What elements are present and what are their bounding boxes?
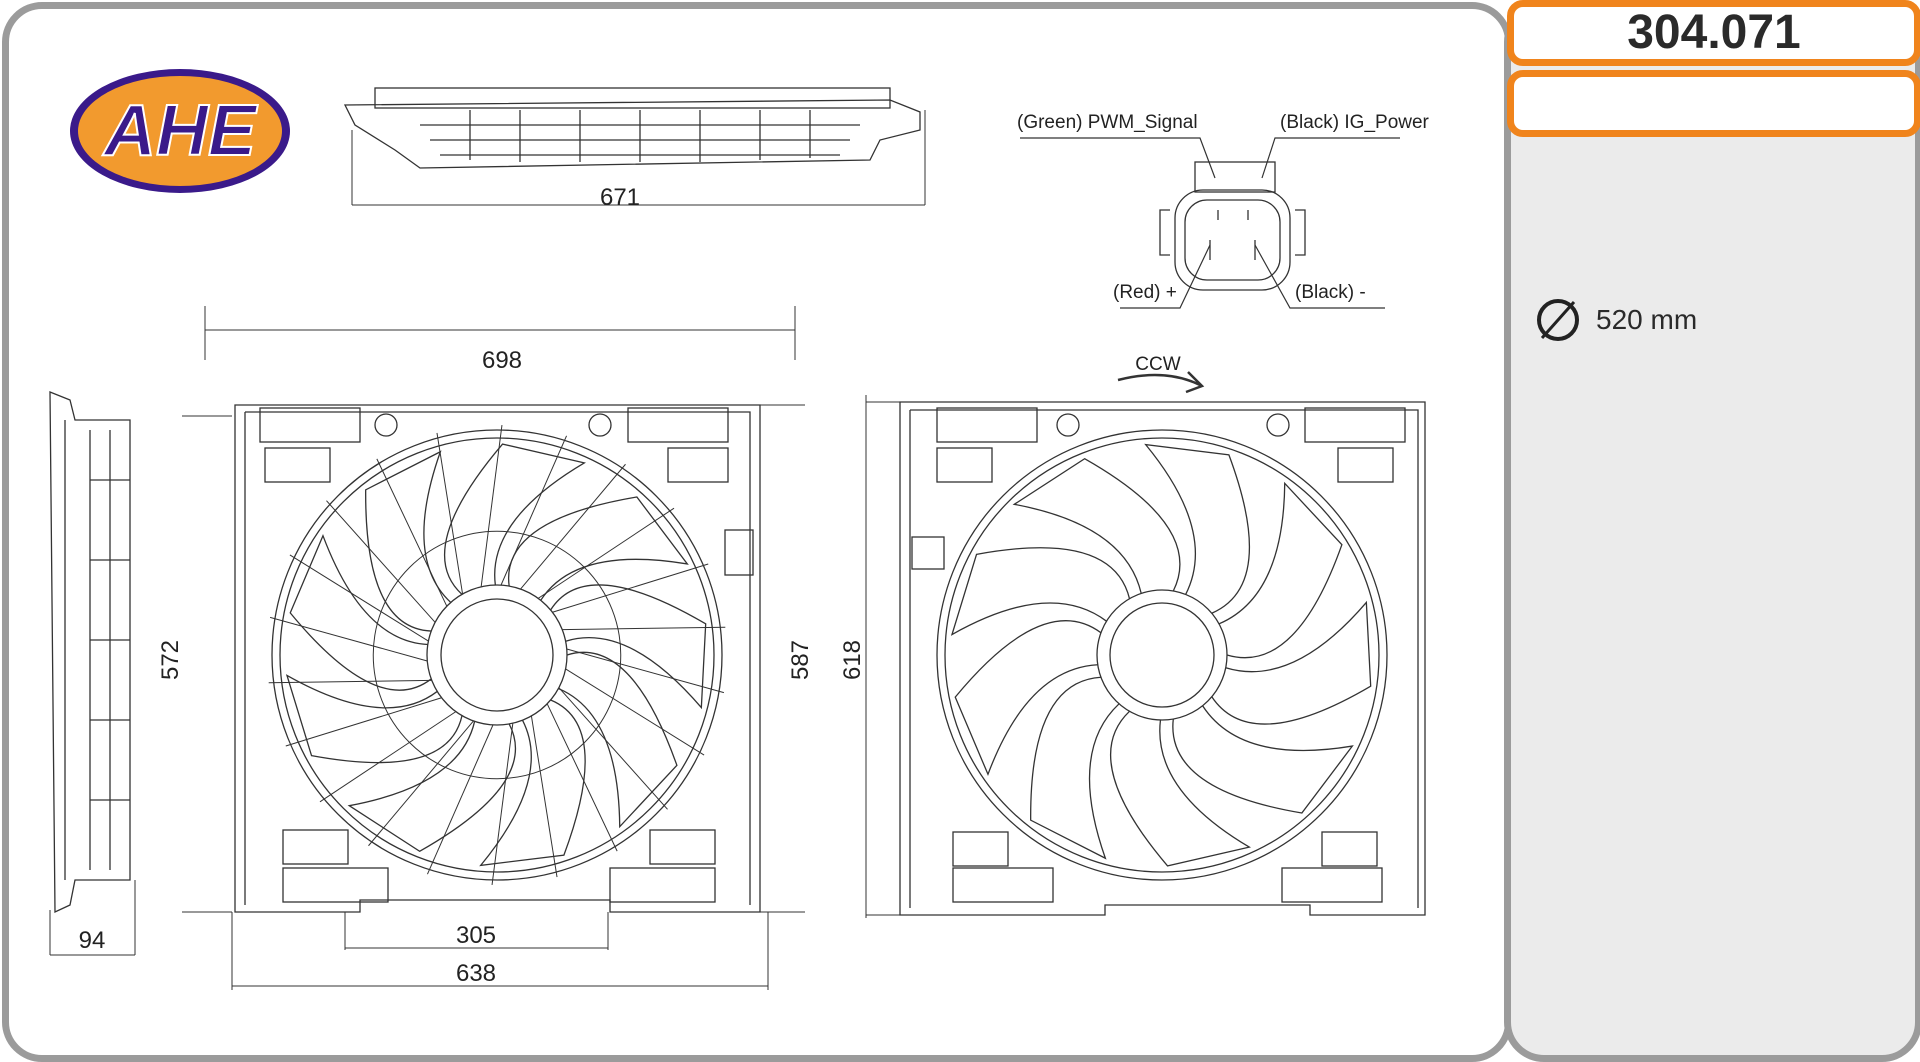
fan-strut: [480, 424, 503, 587]
fan-shroud-inner-ring: [944, 437, 1380, 873]
fan-blade: [1144, 443, 1251, 614]
pin-pwm-label: (Green) PWM_Signal: [1017, 112, 1198, 133]
rotation-label: CCW: [1135, 354, 1180, 375]
fan-strut: [426, 724, 494, 875]
fan-strut: [566, 648, 725, 694]
dim-rear-height: 618: [839, 640, 866, 680]
fan-strut: [269, 616, 428, 662]
fan-blade: [507, 496, 689, 601]
fan-blade: [1012, 457, 1181, 594]
pin-ig-label: (Black) IG_Power: [1280, 112, 1430, 133]
top-view-drawing: [343, 87, 926, 206]
fan-blade: [347, 721, 517, 853]
connector-diagram: [1020, 137, 1400, 309]
fan-strut: [491, 723, 514, 886]
fan-strut: [285, 697, 442, 747]
fan-hub-inner: [440, 598, 554, 712]
dim-bottom-inner: 305: [456, 922, 496, 949]
dim-front-height-left: 572: [157, 640, 184, 680]
front-fan-drawing: [182, 306, 805, 990]
fan-strut: [530, 715, 558, 878]
fan-blade: [1030, 676, 1120, 860]
dim-side-depth: 94: [79, 927, 106, 954]
fan-blade: [1211, 600, 1372, 725]
fan-shroud-inner-ring: [279, 437, 715, 873]
fan-blade: [1172, 705, 1354, 814]
ahe-logo: AHE: [70, 69, 290, 193]
fan-blade: [285, 674, 463, 764]
fan-blade: [954, 620, 1102, 777]
dim-top-width: 671: [600, 184, 640, 211]
fan-blade: [950, 547, 1131, 636]
fan-blade: [1218, 481, 1343, 659]
fan-strut: [500, 435, 568, 586]
side-view-drawing: [49, 391, 136, 956]
fan-blade: [479, 699, 586, 867]
dim-bottom-width: 638: [456, 960, 496, 987]
dim-front-width: 698: [482, 347, 522, 374]
diameter-value: 520 mm: [1596, 304, 1698, 335]
pin-plus-label: (Red) +: [1113, 282, 1177, 303]
dim-front-height-right: 587: [787, 640, 814, 680]
fan-blade: [289, 533, 432, 691]
strut-ring: [372, 530, 622, 780]
fan-blade: [365, 450, 452, 632]
fan-strut: [537, 507, 675, 599]
fan-shroud-ring: [271, 429, 723, 881]
fan-blade: [558, 651, 678, 829]
fan-blade: [550, 584, 707, 710]
fan-strut: [546, 703, 618, 852]
fan-strut: [268, 679, 432, 684]
fan-strut: [376, 458, 448, 607]
fan-strut: [565, 668, 705, 756]
diameter-icon: [1537, 299, 1579, 341]
fan-strut: [289, 554, 429, 642]
fan-shroud-ring: [936, 429, 1388, 881]
svg-text:AHE: AHE: [102, 91, 258, 171]
part-number-box: 304.071: [1507, 0, 1920, 66]
fan-blade: [1109, 710, 1252, 867]
fan-strut: [558, 687, 668, 810]
fan-hub: [1096, 589, 1228, 721]
fan-hub: [426, 584, 568, 726]
fan-strut: [436, 432, 464, 595]
empty-info-box: [1507, 70, 1920, 137]
pin-minus-label: (Black) -: [1295, 282, 1366, 303]
fan-strut: [319, 711, 457, 803]
drawing-panel: [2, 2, 1512, 1062]
fan-hub-inner: [1109, 602, 1215, 708]
diameter-spec: 520 mm: [1534, 296, 1697, 344]
fan-strut: [326, 500, 436, 623]
part-number: 304.071: [1627, 6, 1801, 59]
fan-strut: [562, 626, 726, 631]
rear-fan-drawing: [865, 371, 1426, 918]
fan-strut: [368, 720, 474, 847]
fan-strut: [552, 563, 709, 613]
fan-blade: [443, 443, 586, 595]
info-panel: [1504, 2, 1920, 1062]
fan-strut: [520, 463, 626, 590]
